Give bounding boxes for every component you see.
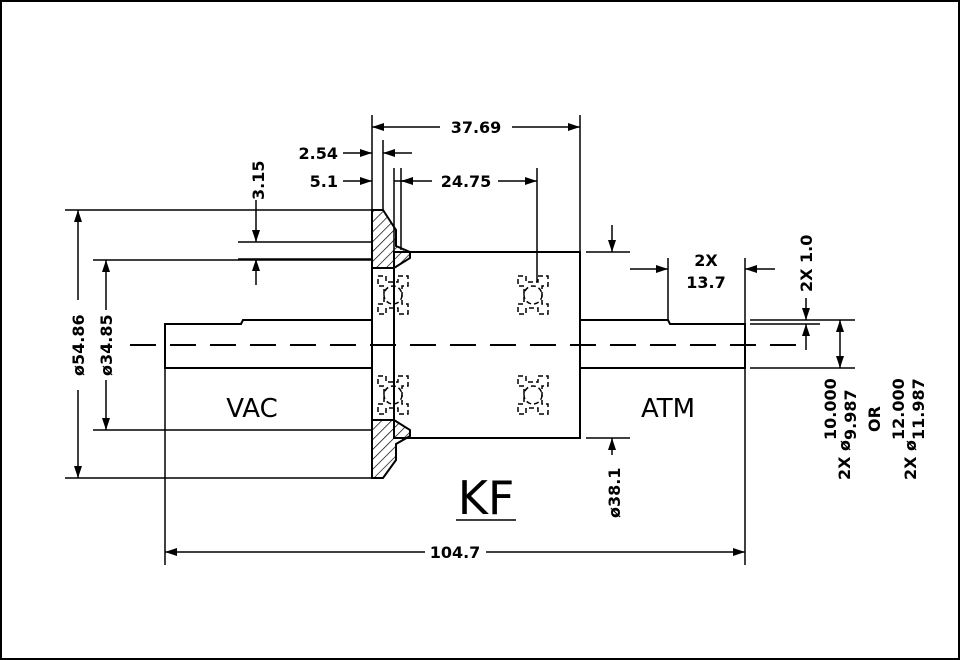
vac-shaft xyxy=(164,319,372,369)
svg-text:ø54.86: ø54.86 xyxy=(69,314,88,376)
dim-104-7: 104.7 xyxy=(164,368,746,565)
dim-2-54: 2.54 xyxy=(299,140,412,210)
svg-text:5.1: 5.1 xyxy=(310,172,338,191)
dim-flange-od: ø54.86 xyxy=(65,209,372,479)
svg-text:9.987: 9.987 xyxy=(841,389,860,440)
svg-text:3.15: 3.15 xyxy=(249,161,268,200)
svg-text:ø34.85: ø34.85 xyxy=(97,314,116,376)
svg-text:2X 1.0: 2X 1.0 xyxy=(797,235,816,292)
dim-shaft-dia: 2X ø 10.000 9.987 OR 2X ø 12.000 11.987 xyxy=(750,319,928,480)
bearing-right-bottom xyxy=(517,375,549,415)
svg-text:13.7: 13.7 xyxy=(686,273,725,292)
dim-3-15: 3.15 xyxy=(238,161,372,285)
svg-text:37.69: 37.69 xyxy=(451,118,502,137)
svg-text:ø38.1: ø38.1 xyxy=(605,468,624,518)
dim-body-od: ø38.1 xyxy=(586,225,630,518)
svg-text:OR: OR xyxy=(865,406,884,432)
bearing-right-top xyxy=(517,275,549,315)
bearing-left-bottom xyxy=(377,375,409,415)
bearing-left-top xyxy=(377,275,409,315)
atm-label: ATM xyxy=(641,394,695,424)
dim-5-1: 5.1 xyxy=(310,168,412,252)
dim-groove-depth: 2X 1.0 xyxy=(750,235,820,350)
svg-text:12.000: 12.000 xyxy=(889,378,908,440)
flange-section-top xyxy=(371,209,411,269)
flange-section-bottom xyxy=(371,419,411,479)
svg-text:11.987: 11.987 xyxy=(909,378,928,440)
housing-body xyxy=(393,251,581,439)
kf-label: KF xyxy=(458,471,515,525)
svg-text:24.75: 24.75 xyxy=(441,172,492,191)
svg-text:2X ø: 2X ø xyxy=(901,440,920,480)
vac-label: VAC xyxy=(226,394,278,424)
svg-text:2.54: 2.54 xyxy=(299,144,338,163)
atm-shaft xyxy=(580,319,746,369)
dim-bore-od: ø34.85 xyxy=(93,259,372,431)
svg-text:2X ø: 2X ø xyxy=(835,440,854,480)
dim-24-75: 24.75 xyxy=(400,168,538,282)
svg-text:10.000: 10.000 xyxy=(821,378,840,440)
dim-37-69: 37.69 xyxy=(371,115,581,252)
dim-groove-width: 2X 13.7 xyxy=(630,251,775,324)
svg-text:2X: 2X xyxy=(694,251,718,270)
svg-text:104.7: 104.7 xyxy=(430,543,481,562)
